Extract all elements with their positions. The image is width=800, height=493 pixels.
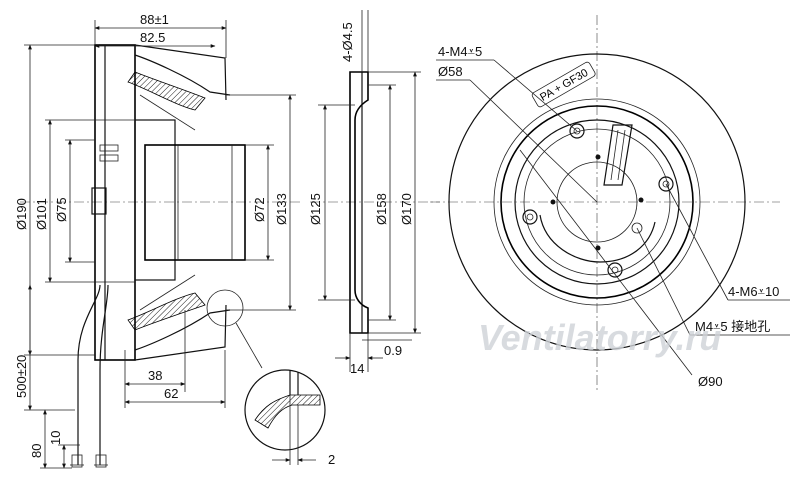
mount-hole-1 <box>569 123 585 139</box>
ground-hole <box>631 222 643 234</box>
backplate-outline <box>94 44 136 361</box>
dim-d133: Ø133 <box>274 193 289 225</box>
section-view: Ø125 Ø158 Ø170 4-Ø4.5 14 0.9 <box>308 10 440 376</box>
motor-plate <box>500 105 694 299</box>
mount-hole-2 <box>658 176 674 192</box>
connector <box>91 187 107 215</box>
dim-88: 88±1 <box>140 12 169 27</box>
label-4-m6: 4-M6⩡10 <box>728 284 779 299</box>
dim-detail-2: 2 <box>328 452 335 467</box>
dim-62: 62 <box>164 386 178 401</box>
outer-ring <box>448 53 746 351</box>
label-d90: Ø90 <box>698 374 723 389</box>
dim-cable-length: 500±20 <box>14 355 29 398</box>
mount-hole-4 <box>522 209 538 225</box>
dim-d190: Ø190 <box>14 198 29 230</box>
dim-d101: Ø101 <box>34 198 49 230</box>
dim-38: 38 <box>148 368 162 383</box>
motor-hub <box>134 119 176 281</box>
mount-hole-3 <box>607 262 623 278</box>
cable-channel <box>603 124 633 186</box>
cable-2 <box>99 284 109 465</box>
cable-1 <box>77 284 101 465</box>
dim-80: 80 <box>29 444 44 458</box>
dim-d125: Ø125 <box>308 193 323 225</box>
dim-0-9: 0.9 <box>384 343 402 358</box>
dim-10: 10 <box>48 431 63 445</box>
label-4-m4: 4-M4⩡5 <box>438 44 482 59</box>
dim-82-5: 82.5 <box>140 30 165 45</box>
dim-d72: Ø72 <box>252 197 267 222</box>
dim-holes-4-5: 4-Ø4.5 <box>340 22 355 62</box>
shroud-bottom <box>134 309 231 351</box>
label-d58: Ø58 <box>438 64 463 79</box>
shroud-top <box>134 54 231 96</box>
label-m4-ground: M4⩡5 接地孔 <box>695 319 770 334</box>
watermark: Ventilatorry.ru <box>478 317 721 358</box>
dim-d158: Ø158 <box>374 193 389 225</box>
dim-d75: Ø75 <box>54 197 69 222</box>
label-arc <box>539 214 656 263</box>
dim-d170: Ø170 <box>399 193 414 225</box>
side-view: 88±1 82.5 Ø190 Ø101 Ø75 Ø72 Ø133 500±20 <box>14 12 300 469</box>
motor-body <box>144 144 246 261</box>
dim-14: 14 <box>350 361 364 376</box>
front-view: PA + GF30 4-M4⩡5 Ø58 4-M6⩡10 M4⩡5 接地孔 Ø9… <box>430 15 790 390</box>
detail-view: 2 <box>244 369 335 467</box>
detail-callout <box>206 289 244 327</box>
flange-outline <box>349 71 369 334</box>
